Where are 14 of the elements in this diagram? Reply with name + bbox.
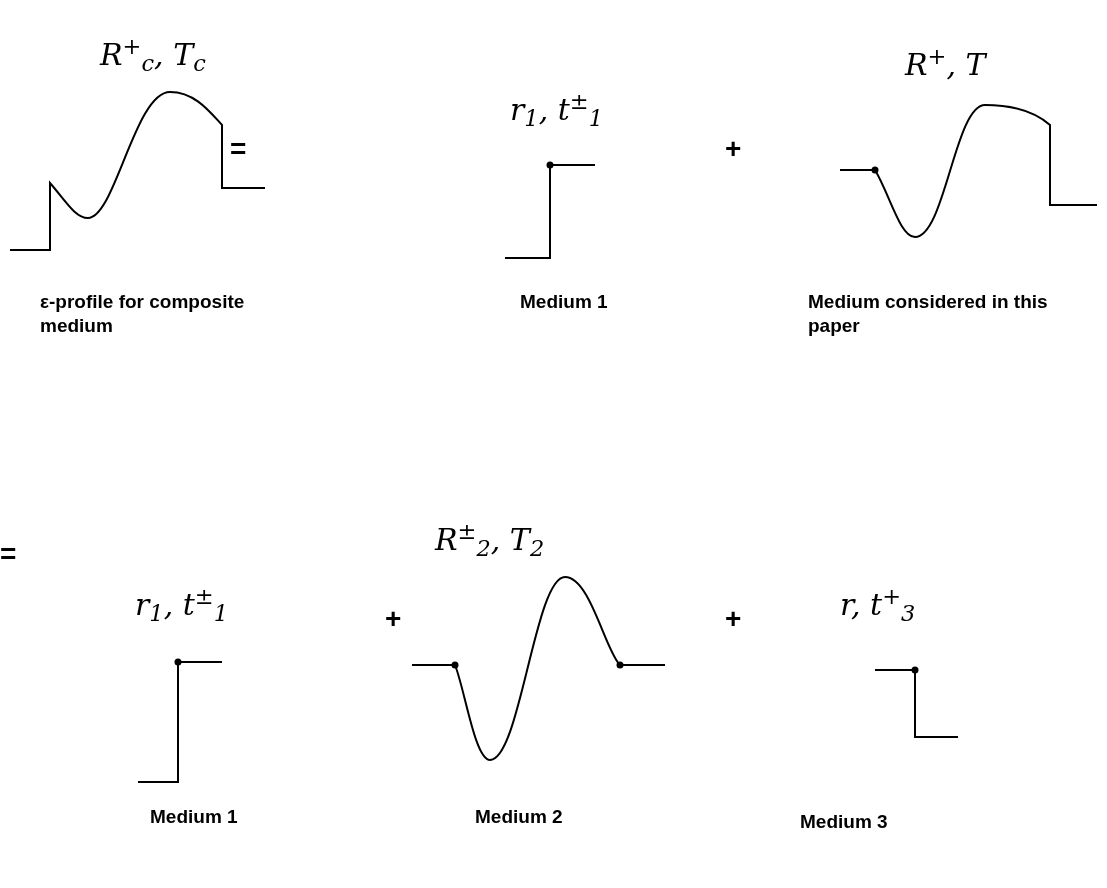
- caption-text: Medium 2: [475, 805, 563, 829]
- caption-text: Medium 1: [150, 805, 238, 829]
- symbol-label: R$^{+}$, T: [905, 50, 986, 80]
- symbol-label: R$^{±}$$_{2}$, T$_{2}$: [435, 525, 545, 555]
- caption-text: Medium considered in this paper: [808, 290, 1049, 338]
- caption-text: Medium 3: [800, 810, 888, 834]
- operator-sign: +: [725, 135, 742, 163]
- caption-text: Medium 1: [520, 290, 608, 314]
- operator-sign: +: [725, 605, 742, 633]
- caption-text: ε-profile for composite medium: [40, 290, 246, 338]
- operator-sign: =: [0, 540, 17, 568]
- symbol-label: R$^{+}$$_{c}$, T$_{c}$: [100, 40, 206, 70]
- operator-sign: +: [385, 605, 402, 633]
- operator-sign: =: [230, 135, 247, 163]
